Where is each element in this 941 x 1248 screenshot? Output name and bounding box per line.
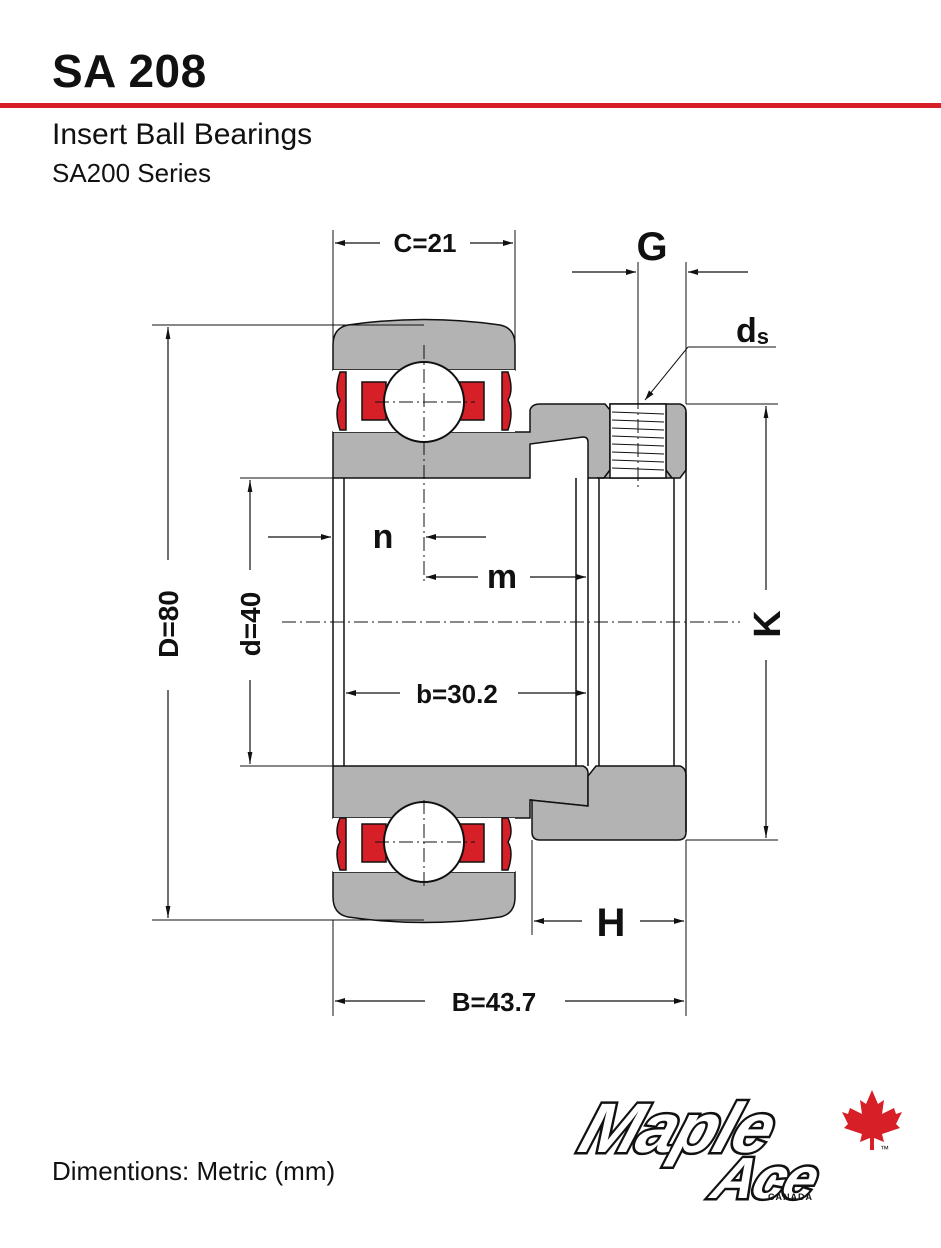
collar-edge-top xyxy=(662,403,687,479)
dim-n-label: n xyxy=(373,518,394,556)
bearing-section xyxy=(332,318,687,924)
center-lines xyxy=(282,345,740,890)
dim-B-label: B=43.7 xyxy=(452,987,537,1017)
page-title: SA 208 xyxy=(52,45,207,97)
dim-K-label: K xyxy=(747,610,789,638)
dim-d-label: d=40 xyxy=(235,592,266,657)
svg-text:CANADA: CANADA xyxy=(768,1192,813,1202)
cage-left-top xyxy=(361,381,387,421)
dim-ds-label: ds xyxy=(736,312,769,350)
maple-leaf-icon xyxy=(842,1090,902,1150)
product-series: SA200 Series xyxy=(52,158,211,188)
dim-m-label: m xyxy=(487,558,517,596)
dim-C-label: C=21 xyxy=(394,228,457,258)
product-subtitle: Insert Ball Bearings xyxy=(52,118,313,151)
cage-left-bottom xyxy=(361,823,387,863)
dim-H-label: H xyxy=(597,901,626,945)
inner-ring-bottom xyxy=(332,765,589,819)
units-note: Dimentions: Metric (mm) xyxy=(52,1156,336,1186)
header-divider xyxy=(0,103,941,108)
dim-G-label: G xyxy=(636,225,667,269)
brand-logo: Maple Ace CANADA ™ xyxy=(568,1087,902,1213)
outer-ring-top xyxy=(332,318,516,371)
svg-text:™: ™ xyxy=(880,1144,889,1154)
collar-bottom xyxy=(529,765,687,841)
outer-ring-bottom xyxy=(332,871,516,924)
svg-text:Maple: Maple xyxy=(571,1090,785,1168)
dim-D-label: D=80 xyxy=(153,590,184,658)
extension-lines xyxy=(152,230,778,1016)
set-screw xyxy=(609,403,667,479)
dimension-arrows xyxy=(165,240,769,1004)
dim-b-label: b=30.2 xyxy=(416,679,498,709)
